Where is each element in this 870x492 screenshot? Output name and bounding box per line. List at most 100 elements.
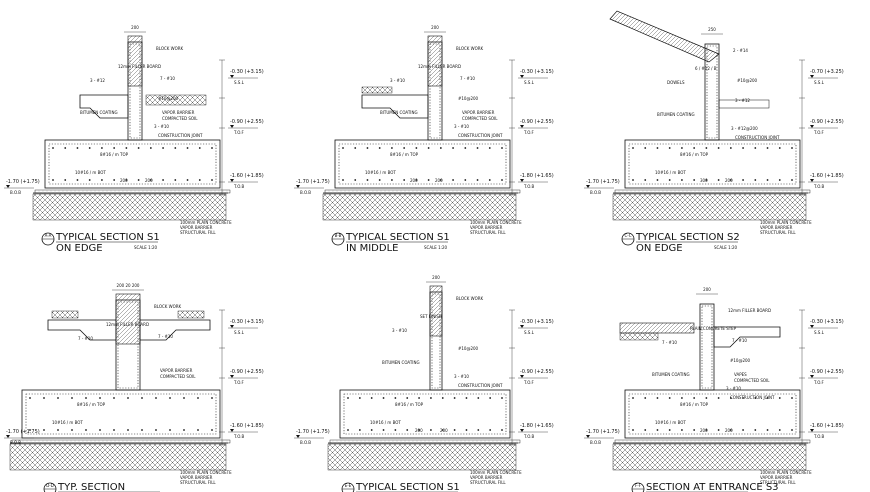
plain-concrete-blinding [614, 189, 811, 194]
annotation-vapor1: VAPOR BARRIER [162, 110, 195, 115]
top-dimension: 200 [431, 25, 439, 30]
level-label: -0.70 (+3.25) [810, 69, 844, 75]
bottom-reinforcement-note: 10#16 / m BOT [52, 420, 83, 425]
annotation-filler: 6 / #12 / B [695, 66, 717, 71]
level-label: -0.30 (+3.15) [810, 319, 844, 325]
level-triangle [586, 185, 590, 188]
rebar-dot [430, 397, 432, 399]
annotation-bar1: 3 - #10 [390, 78, 405, 83]
level-label: -0.30 (+3.15) [520, 69, 554, 75]
level-code: B.O.B [10, 190, 21, 195]
block-work-hatch [427, 35, 443, 87]
structural-fill-hatch [612, 443, 807, 471]
annotation-cj: CONSTRUCTION JOINT [735, 135, 780, 140]
annotation-bar3: 3 - #10 [154, 124, 169, 129]
rebar-dot [681, 147, 683, 149]
annotation-bar1: 3 - #10 [392, 328, 407, 333]
level-code: T.O.B [813, 434, 824, 439]
rebar-dot [453, 397, 456, 399]
spacing-dim-a: 200 [415, 428, 423, 433]
level-label: -1.70 (+1.75) [6, 179, 40, 185]
grade-beam-left [47, 319, 117, 341]
level-code: T.O.F [523, 130, 534, 135]
level-code: B.O.B [300, 190, 311, 195]
level-code: T.O.F [523, 380, 534, 385]
annotation-bitumen: BITUMEN COATING [657, 112, 695, 117]
structural-fill-hatch [322, 193, 517, 221]
note-plain-concrete: 100mm PLAIN CONCRETE [180, 220, 232, 225]
wall-rebar [701, 305, 713, 389]
rebar-dot [754, 179, 757, 181]
note-vapor-barrier: VAPOR BARRIER [180, 475, 213, 480]
rebar-dot [347, 429, 349, 431]
rebar-dot [441, 397, 444, 399]
annotation-vapor2: COMPACTED SOIL [160, 374, 196, 379]
rebar-dot [439, 147, 442, 149]
rebar-dot [52, 179, 54, 181]
rebar-dot [113, 179, 116, 181]
level-label: -1.70 (+1.75) [586, 429, 620, 435]
rebar-dot [477, 429, 480, 431]
level-code: S.S.L [524, 80, 535, 85]
level-code: T.O.B [813, 184, 824, 189]
rebar-dot [742, 397, 744, 399]
raft-slab [334, 139, 511, 189]
grade-beam [713, 326, 781, 348]
section-s2-edge: -0.70 (+3.25)S.S.L-0.90 (+2.55)T.O.F-1.6… [584, 10, 844, 254]
level-code: B.O.B [590, 190, 601, 195]
wall-rebar [129, 43, 141, 139]
rebar-dot [358, 397, 361, 399]
top-dimension: 250 [708, 27, 716, 32]
level-code: S.S.L [234, 80, 245, 85]
rebar-dot [141, 429, 143, 431]
note-structural-fill: STRUCTURAL FILL [760, 480, 796, 485]
rebar-dot [632, 179, 634, 181]
rebar-dot [183, 429, 185, 431]
rebar-dot [778, 147, 781, 149]
level-code: S.S.L [814, 80, 825, 85]
level-triangle [810, 429, 814, 432]
rebar-dot [391, 147, 393, 149]
note-vapor-barrier: VAPOR BARRIER [760, 475, 793, 480]
rebar-dot [174, 179, 177, 181]
rebar-dot [186, 179, 189, 181]
note-plain-concrete: 100mm PLAIN CONCRETE [470, 220, 522, 225]
spacing-dim-b: 200 [440, 428, 448, 433]
rebar-dot [501, 397, 503, 399]
grade-beam-right [139, 319, 211, 341]
rebar-dot [76, 179, 79, 181]
section-title: SECTION AT ENTRANCE S3 [646, 482, 779, 492]
level-triangle [296, 185, 300, 188]
rebar-dot [729, 179, 732, 181]
rebar-dot [211, 429, 213, 431]
rebar-dot [501, 429, 503, 431]
grade-beam [361, 94, 429, 119]
level-triangle [230, 125, 234, 128]
rebar-dot [717, 429, 720, 431]
rebar-dot [754, 429, 757, 431]
annotation-vapor2: COMPACTED SOIL [462, 116, 498, 121]
level-label: -1.60 (+1.85) [810, 173, 844, 179]
level-code: T.O.F [233, 130, 244, 135]
rebar-dot [418, 397, 420, 399]
annotation-block-work: 12mm FILLER BOARD [728, 308, 771, 313]
annotation-bitumen: BITUMEN COATING [382, 360, 420, 365]
annotation-filler: 12mm FILLER BOARD [106, 322, 149, 327]
annotation-vapor1: VAPOR BARRIER [462, 110, 495, 115]
rebar-dot [197, 429, 199, 431]
bottom-reinforcement-note: 10#16 / m BOT [75, 170, 106, 175]
annotation-vapor2: COMPACTED SOIL [162, 116, 198, 121]
compacted-soil [145, 94, 207, 106]
annotation-bitumen: BITUMEN COATING [80, 110, 118, 115]
note-structural-fill: STRUCTURAL FILL [760, 230, 796, 235]
section-s1-bottom: -0.30 (+3.15)S.S.L-0.90 (+2.55)T.O.F-1.8… [294, 275, 554, 492]
rebar-dot [656, 397, 659, 399]
rebar-dot [415, 179, 418, 181]
rebar-dot [705, 429, 708, 431]
level-code: T.O.F [813, 380, 824, 385]
section-marker: E-E [345, 483, 352, 488]
section-scale: SCALE 1:20 [424, 245, 448, 250]
rebar-dot [477, 397, 480, 399]
section-marker: C-C [624, 233, 631, 238]
annotation-block-work: BLOCK WORK [456, 296, 484, 301]
